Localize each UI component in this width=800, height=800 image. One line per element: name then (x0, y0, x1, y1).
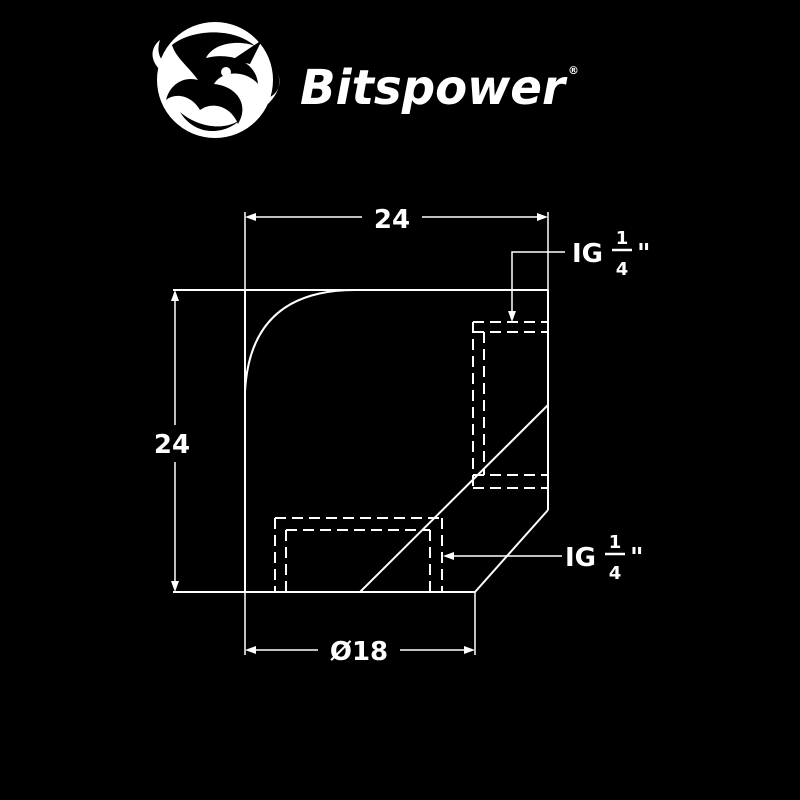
top-thread-suffix: " (637, 239, 651, 269)
thread-bores (274, 321, 548, 592)
arrow-bottom-right (464, 646, 475, 654)
fitting-body-outline (173, 289, 549, 593)
arrow-top-left (245, 213, 256, 221)
dimension-arrowheads (171, 213, 548, 654)
side-thread-callout: IG 1 4 " (565, 532, 644, 584)
arrow-left-bottom (171, 581, 179, 592)
top-thread-prefix: IG (572, 239, 603, 269)
top-thread-callout: IG 1 4 " (572, 228, 651, 280)
registered-mark: ® (568, 64, 579, 77)
arrow-left-top (171, 290, 179, 301)
top-thread-numerator: 1 (616, 228, 629, 249)
arrow-bottom-left (245, 646, 256, 654)
brand-logo: Bitspower ® (152, 22, 579, 138)
top-thread-leader (511, 251, 565, 318)
side-thread-numerator: 1 (609, 532, 622, 553)
top-width-label: 24 (374, 205, 410, 235)
brand-name: Bitspower (300, 60, 568, 116)
inner-flow-line (359, 404, 549, 593)
side-thread-suffix: " (630, 543, 644, 573)
side-thread-prefix: IG (565, 543, 596, 573)
dragon-emblem-icon (152, 22, 280, 138)
left-height-label: 24 (154, 430, 190, 460)
side-thread-denominator: 4 (609, 563, 622, 584)
arrow-top-right (537, 213, 548, 221)
inner-bend-arc (244, 289, 356, 393)
arrow-top-thread (508, 311, 516, 322)
arrow-side-thread (443, 552, 454, 560)
top-thread-denominator: 4 (616, 259, 629, 280)
bottom-diameter-label: Ø18 (330, 637, 388, 667)
dimension-lines (174, 212, 565, 655)
body-chamfer-edge (474, 509, 549, 593)
